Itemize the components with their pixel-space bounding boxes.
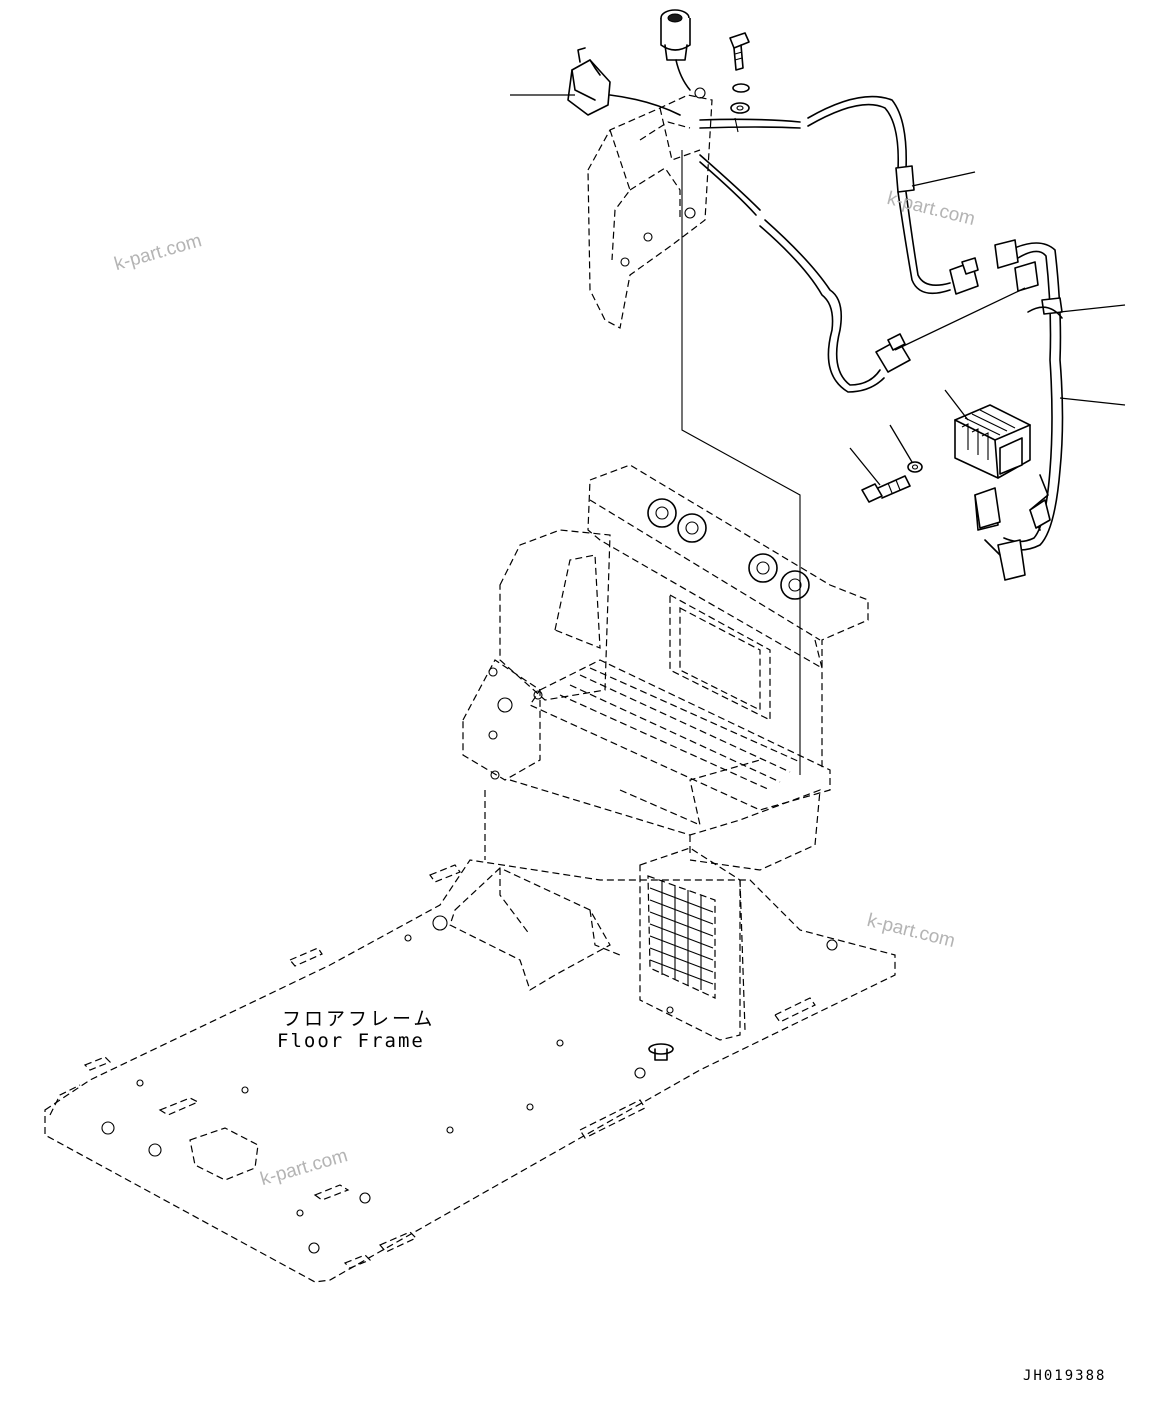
mounting-bracket: [587, 87, 713, 329]
power-socket: [660, 9, 691, 91]
drawing-number: JH019388: [1023, 1368, 1107, 1384]
floor-tray: [449, 867, 621, 991]
part-label-japanese: フロアフレーム: [282, 1008, 436, 1030]
part-label-english: Floor Frame: [277, 1030, 425, 1052]
vent-louvers: [649, 880, 714, 990]
bolt-top: [729, 32, 750, 114]
rocker-switch: [567, 47, 681, 116]
assembly-guide-lines: [681, 117, 801, 775]
cab-rear-frame: [462, 464, 869, 1041]
fan-grille-group: [647, 498, 810, 600]
relay-unit: [954, 404, 1031, 479]
leader-lines: [510, 94, 1126, 486]
floor-frame: [44, 859, 896, 1283]
wire-harness: [699, 95, 1064, 581]
small-connector: [974, 487, 1001, 529]
relay-bolt: [861, 461, 923, 503]
